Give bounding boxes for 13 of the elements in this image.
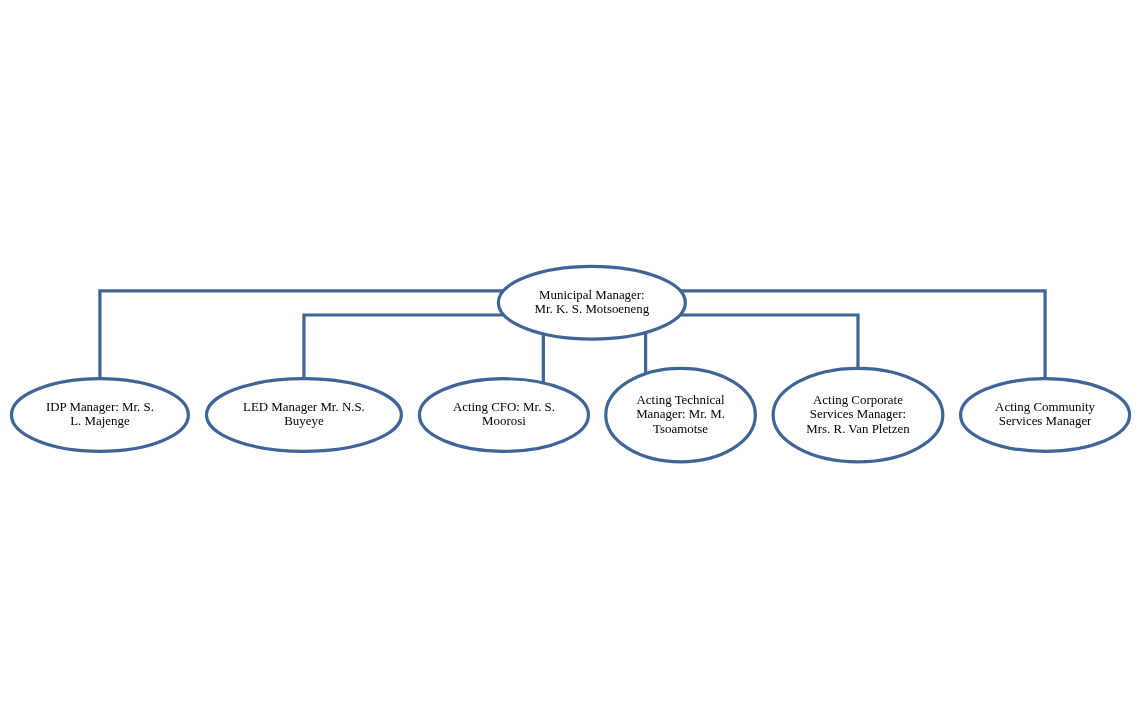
- connector: [302, 312, 504, 378]
- connector: [680, 288, 1047, 378]
- connector: [644, 332, 648, 374]
- connector: [680, 312, 860, 368]
- node-ellipse: Acting Technical Manager: Mr. M. Tsoamotse: [604, 366, 757, 463]
- node-ellipse: LED Manager Mr. N.S. Buyeye: [204, 376, 403, 453]
- node-ellipse: IDP Manager: Mr. S. L. Majenge: [9, 376, 190, 453]
- connector: [541, 333, 545, 383]
- connector: [98, 288, 504, 378]
- node-ellipse: Acting Community Services Manager: [958, 376, 1132, 453]
- node-ellipse: Acting Corporate Services Manager: Mrs. R. Van Pletzen: [771, 366, 945, 463]
- node-ellipse: Acting CFO: Mr. S. Moorosi: [417, 376, 591, 453]
- node-ellipse: Municipal Manager: Mr. K. S. Motsoeneng: [496, 264, 687, 341]
